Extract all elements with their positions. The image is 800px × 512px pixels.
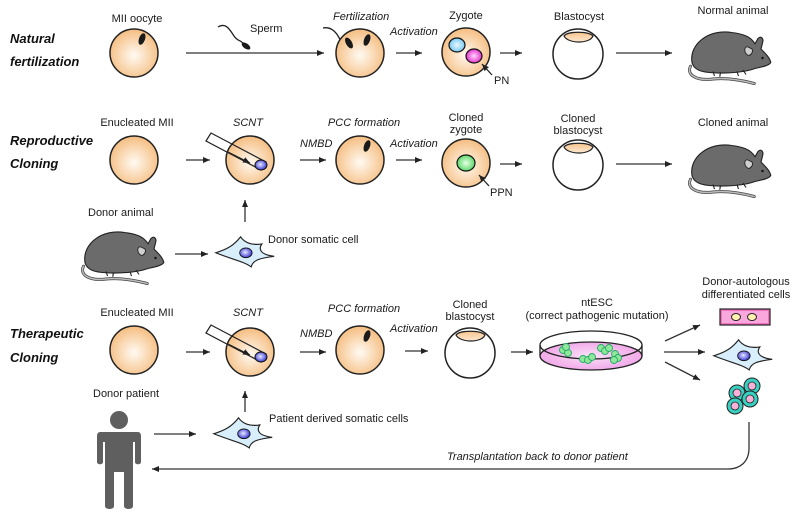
transplantation-arrow xyxy=(152,422,750,472)
row-label-therapeutic-1: Therapeutic xyxy=(10,326,84,341)
label-donor-somatic-cell: Donor somatic cell xyxy=(268,234,358,246)
pcc-oocyte xyxy=(335,135,385,185)
mouse-icon-cloned xyxy=(688,143,773,198)
row-label-therapeutic-2: Cloning xyxy=(10,350,58,365)
row-label-reproductive-2: Cloning xyxy=(10,156,58,171)
label-donor-autologous-2: differentiated cells xyxy=(702,289,791,301)
label-cloned-blastocyst-1: Cloned xyxy=(561,113,596,125)
cloned-blastocyst-1 xyxy=(552,139,604,191)
label-ntesc: ntESC xyxy=(581,297,613,309)
pcc-oocyte-2 xyxy=(335,325,385,375)
patient-somatic-cell-icon xyxy=(213,417,273,449)
label-fertilization: Fertilization xyxy=(333,11,389,23)
label-normal-animal: Normal animal xyxy=(698,5,769,17)
label-cloned-zygote-2: zygote xyxy=(450,124,482,136)
scnt-oocyte xyxy=(205,132,275,185)
cloned-blastocyst-2 xyxy=(444,327,496,379)
label-enucleated-mii-1: Enucleated MII xyxy=(100,117,173,129)
donor-somatic-cell-icon xyxy=(215,236,275,268)
enucleated-oocyte-2 xyxy=(109,325,159,375)
label-ntesc-sub: (correct pathogenic mutation) xyxy=(525,310,668,322)
mii-oocyte xyxy=(109,28,159,78)
label-cloned-blastocyst-3: Cloned xyxy=(453,299,488,311)
label-nmbd-1: NMBD xyxy=(300,138,332,150)
label-zygote: Zygote xyxy=(449,10,483,22)
muscle-cell-icon xyxy=(719,308,771,326)
row-label-natural-2: fertilization xyxy=(10,54,79,69)
zygote xyxy=(441,27,491,77)
differentiated-fibroblast-icon xyxy=(713,339,773,371)
label-pcc-formation-1: PCC formation xyxy=(328,117,400,129)
label-cloned-blastocyst-4: blastocyst xyxy=(446,311,495,323)
row-label-reproductive-1: Reproductive xyxy=(10,133,93,148)
label-scnt-1: SCNT xyxy=(233,117,264,129)
label-blastocyst: Blastocyst xyxy=(554,11,604,23)
cloned-zygote xyxy=(441,138,491,188)
arrow xyxy=(664,324,701,342)
label-cloned-blastocyst-2: blastocyst xyxy=(554,125,603,137)
label-activation-3: Activation xyxy=(389,323,438,335)
label-enucleated-mii-2: Enucleated MII xyxy=(100,307,173,319)
arrow xyxy=(664,361,701,381)
fertilized-oocyte xyxy=(322,27,385,78)
label-donor-patient: Donor patient xyxy=(93,388,159,400)
row-label-natural-1: Natural xyxy=(10,31,55,46)
label-activation-1: Activation xyxy=(389,26,438,38)
blood-cells-icon xyxy=(726,377,761,415)
label-sperm: Sperm xyxy=(250,23,282,35)
label-scnt-2: SCNT xyxy=(233,307,264,319)
mouse-icon-normal xyxy=(688,30,773,85)
person-icon xyxy=(97,411,141,509)
label-donor-autologous-1: Donor-autologous xyxy=(702,276,790,288)
blastocyst xyxy=(552,28,604,80)
label-cloned-animal: Cloned animal xyxy=(698,117,768,129)
label-cloned-zygote-1: Cloned xyxy=(449,112,484,124)
mouse-icon-donor xyxy=(81,230,166,285)
label-activation-2: Activation xyxy=(389,138,438,150)
pn-pointer xyxy=(481,63,493,76)
label-nmbd-2: NMBD xyxy=(300,328,332,340)
label-transplantation: Transplantation back to donor patient xyxy=(447,451,629,463)
label-pcc-formation-2: PCC formation xyxy=(328,303,400,315)
scnt-oocyte-2 xyxy=(205,324,275,377)
sperm-icon xyxy=(217,24,251,50)
ppn-pointer xyxy=(478,174,490,187)
label-ppn: PPN xyxy=(490,187,513,199)
label-patient-somatic-cells: Patient derived somatic cells xyxy=(269,413,409,425)
label-pn: PN xyxy=(494,75,509,87)
label-mii-oocyte: MII oocyte xyxy=(112,13,163,25)
label-donor-animal: Donor animal xyxy=(88,207,153,219)
enucleated-oocyte xyxy=(109,135,159,185)
culture-dish-icon xyxy=(539,330,643,371)
